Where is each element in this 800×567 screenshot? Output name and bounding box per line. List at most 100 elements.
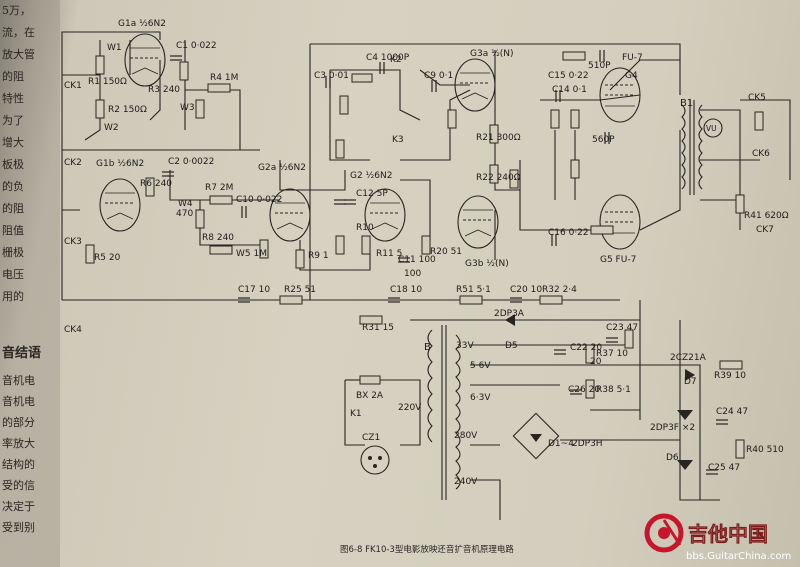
label-r11: R11 5 (376, 249, 402, 259)
capacitor-symbol (604, 132, 610, 144)
capacitor-symbol (398, 257, 410, 263)
capacitor-symbol (238, 297, 250, 303)
book-line: 的负 (2, 179, 24, 193)
label-c23: C23 47 (606, 323, 638, 333)
book-line: 栅极 (2, 245, 24, 259)
tube-g5 (599, 194, 641, 250)
capacitor-symbol (706, 469, 718, 475)
capacitor-symbol (334, 199, 346, 205)
label-v33: 33V (456, 341, 474, 351)
label-r7: R7 2M (205, 183, 233, 193)
label-p560: 560P (592, 135, 615, 145)
label-r37: R37 10 (596, 349, 628, 359)
watermark-url: bbs.GuitarChina.com (686, 551, 791, 562)
label-b1: B1 (680, 98, 693, 109)
tube-g2b (364, 188, 406, 242)
label-w5: W5 1M (236, 249, 267, 259)
label-r2: R2 150Ω (108, 105, 147, 115)
book-line: 电压 (2, 268, 24, 281)
label-c4: C4 1000P (366, 53, 410, 63)
book-line: 阻值 (2, 224, 24, 237)
label-r4: R4 1M (210, 73, 238, 83)
label-v240: 240V (454, 477, 478, 487)
label-v56: 5·6V (470, 361, 491, 371)
label-r51: R51 5·1 (456, 285, 491, 295)
label-d-2dp3a: 2DP3A (494, 309, 525, 319)
capacitor-symbol (388, 297, 400, 303)
capacitor-symbol (241, 206, 247, 218)
label-w3: W3 (180, 103, 195, 113)
bridge-rectifier (512, 412, 560, 460)
label-r20: R20 51 (430, 247, 462, 257)
book-line: 增大 (2, 135, 24, 149)
label-r21: R21 300Ω (476, 133, 521, 143)
label-r40: R40 510 (746, 445, 784, 455)
label-d-bridge: 2DP3H (572, 439, 603, 449)
label-v20: 20 (590, 357, 602, 367)
capacitor-symbol (431, 80, 437, 92)
capacitor-symbol (170, 55, 182, 61)
label-v220: 220V (398, 403, 422, 413)
capacitor-symbol (570, 389, 582, 395)
label-d5: D5 (505, 341, 518, 351)
book-line: 5万， (2, 4, 31, 17)
label-v63: 6·3V (470, 393, 491, 403)
capacitor-symbol (551, 234, 557, 246)
book-line: 流，在 (2, 25, 35, 39)
section-heading: 音结语 (2, 345, 41, 361)
figure-caption: 图6-8 FK10-3型电影放映还音扩音机原理电路 (340, 544, 514, 555)
label-b2: B (424, 342, 431, 353)
book-line: 的阻 (2, 69, 24, 83)
label-r32: R32 2·4 (542, 285, 577, 295)
label-ck4: CK4 (64, 325, 82, 335)
label-r1: R1 150Ω (88, 77, 127, 87)
label-r39: R39 10 (714, 371, 746, 381)
label-c11: C11 100 (398, 255, 436, 265)
label-ck1: CK1 (64, 81, 82, 91)
tube-g4 (599, 67, 641, 123)
label-c1: C1 0·022 (176, 41, 217, 51)
label-d6: D6 (666, 453, 679, 463)
label-r38: R38 5·1 (596, 385, 631, 395)
label-ck5: CK5 (748, 93, 766, 103)
label-w4: W4 (178, 199, 193, 209)
label-w2: W2 (104, 123, 119, 133)
book-line: 放大管 (2, 47, 35, 61)
label-w1: W1 (107, 43, 122, 53)
label-c26: C26 20 (568, 385, 600, 395)
label-d-2dp3f: 2DP3F ×2 (650, 423, 695, 433)
label-ck7: CK7 (756, 225, 774, 235)
label-ck3: CK3 (64, 237, 82, 247)
power-transformer (427, 325, 461, 500)
label-p510: 510P (588, 61, 611, 71)
label-v280: 280V (454, 431, 478, 441)
component-labels: G1a ½6N2 G1b ½6N2 G2a ½6N2 G2 ½6N2 G3a ½… (64, 19, 789, 487)
book-body-line: 受到别 (2, 521, 35, 534)
label-c16: C16 0·22 (548, 228, 589, 238)
label-k1: K1 (350, 409, 362, 419)
label-r31: R31 15 (362, 323, 394, 333)
label-c3: C3 0·01 (314, 71, 349, 81)
capacitor-symbol (599, 50, 605, 62)
label-ck2: CK2 (64, 158, 82, 168)
capacitors (162, 50, 728, 475)
book-body-line: 受的信 (2, 478, 35, 492)
vacuum-tubes (99, 33, 641, 250)
book-body-line: 决定于 (2, 499, 35, 513)
label-d7: D7 (684, 377, 697, 387)
label-r25: R25 51 (284, 285, 316, 295)
capacitor-symbol (555, 90, 561, 102)
resistors (85, 51, 764, 459)
label-v100: 100 (404, 269, 421, 279)
label-c9: C9 0·1 (424, 71, 453, 81)
label-c14: C14 0·1 (552, 85, 587, 95)
tube-g1b (99, 178, 141, 232)
label-g2a: G2a ½6N2 (258, 163, 306, 173)
diodes (505, 314, 695, 470)
power-socket-cz1 (360, 445, 390, 475)
label-fu7: FU-7 (622, 53, 643, 63)
label-r3: R3 240 (148, 85, 180, 95)
label-ck6: CK6 (752, 149, 770, 159)
label-r6: R6 240 (140, 179, 172, 189)
